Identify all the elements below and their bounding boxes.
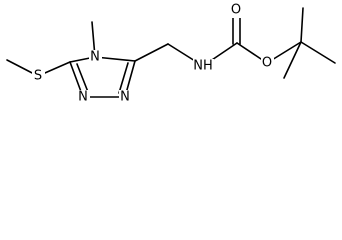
atom-nh-background bbox=[193, 59, 214, 74]
atom-o-ester-label: O bbox=[262, 56, 272, 71]
atom-n1-background bbox=[77, 90, 90, 105]
atom-o-carbonyl: O bbox=[230, 3, 243, 18]
atom-o-carbonyl-label: O bbox=[231, 3, 241, 18]
atom-n4-background bbox=[89, 50, 102, 65]
atom-s-label: S bbox=[34, 69, 42, 84]
bond-c3-n2-double bbox=[118, 62, 129, 94]
bond-tbu-methyl-top bbox=[300, 7, 304, 43]
atom-nh: NH bbox=[193, 59, 214, 74]
atom-o-carbonyl-background bbox=[230, 3, 243, 18]
bond-n1-c5-double bbox=[76, 63, 89, 93]
bond-tbu-methyl-left bbox=[283, 41, 302, 79]
atom-nh-label: NH bbox=[193, 59, 213, 74]
atom-n4-label: N bbox=[90, 50, 100, 65]
atom-s-background bbox=[32, 69, 45, 84]
atom-n2-label: N bbox=[120, 90, 130, 105]
atom-labels: N N N S NH O O bbox=[32, 3, 274, 105]
bond-c3-ch2 bbox=[134, 43, 169, 62]
atom-n4: N bbox=[89, 50, 102, 65]
molecule-structure: N N N S NH O O bbox=[6, 3, 336, 105]
atom-n2: N bbox=[119, 90, 132, 105]
bonds bbox=[6, 7, 336, 98]
atom-o-ester: O bbox=[261, 56, 274, 71]
atom-n2-background bbox=[119, 90, 132, 105]
bond-tbu-methyl-right bbox=[300, 41, 336, 64]
atom-o-ester-background bbox=[261, 56, 274, 71]
atom-n1: N bbox=[77, 90, 90, 105]
atom-n1-label: N bbox=[78, 90, 88, 105]
atom-s: S bbox=[32, 69, 45, 84]
